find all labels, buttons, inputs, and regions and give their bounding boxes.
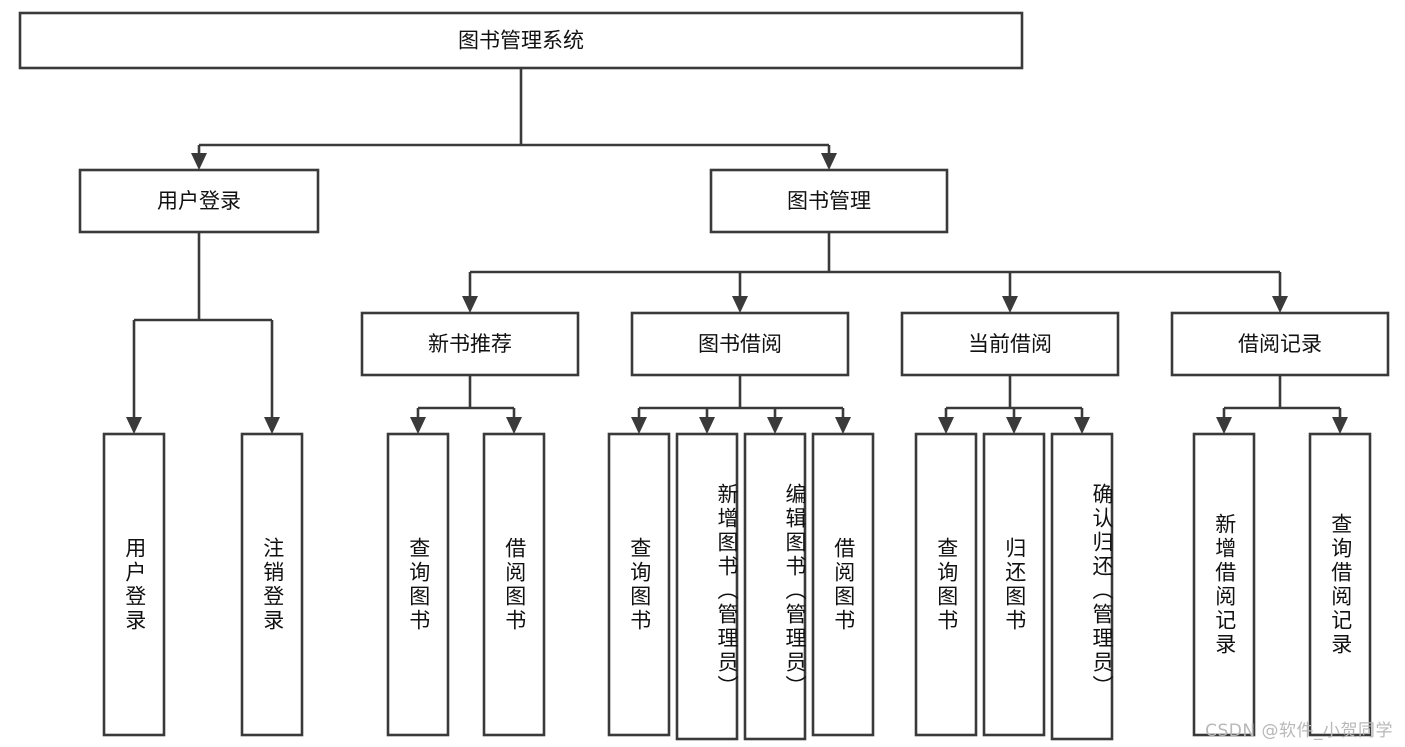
node-box-leaf-add-record[interactable] bbox=[1192, 432, 1256, 737]
node-box-leaf-borrow-book[interactable] bbox=[811, 432, 875, 737]
arrowhead-icon bbox=[1074, 417, 1090, 434]
arrowhead-icon bbox=[767, 417, 783, 434]
node-box-leaf-query-book-cur[interactable] bbox=[914, 432, 978, 737]
node-box-leaf-borrow-book-rec[interactable] bbox=[482, 432, 546, 737]
arrowhead-icon bbox=[410, 417, 426, 434]
node-box-book-manage[interactable] bbox=[709, 168, 949, 234]
connectors-layer bbox=[126, 68, 1348, 434]
node-box-leaf-return-book[interactable] bbox=[982, 432, 1046, 737]
arrowhead-icon bbox=[191, 153, 207, 170]
node-box-leaf-user-login[interactable] bbox=[102, 432, 166, 737]
node-box-root[interactable] bbox=[18, 11, 1024, 70]
arrowhead-icon bbox=[462, 296, 478, 313]
arrowhead-icon bbox=[264, 417, 280, 434]
node-box-leaf-logout[interactable] bbox=[240, 432, 304, 737]
arrowhead-icon bbox=[699, 417, 715, 434]
node-box-leaf-confirm-return[interactable] bbox=[1050, 432, 1114, 741]
arrowhead-icon bbox=[821, 153, 837, 170]
node-box-leaf-query-book-borrow[interactable] bbox=[607, 432, 671, 737]
arrowhead-icon bbox=[1216, 417, 1232, 434]
boxes-layer bbox=[18, 11, 1390, 741]
arrowhead-icon bbox=[1332, 417, 1348, 434]
node-box-leaf-query-record[interactable] bbox=[1308, 432, 1372, 737]
arrowhead-icon bbox=[506, 417, 522, 434]
arrowhead-icon bbox=[1006, 417, 1022, 434]
arrowhead-icon bbox=[938, 417, 954, 434]
node-box-book-borrow[interactable] bbox=[630, 311, 850, 377]
arrowhead-icon bbox=[1272, 296, 1288, 313]
node-label-borrow-record: 借阅记录 bbox=[1238, 332, 1322, 356]
arrowhead-icon bbox=[126, 417, 142, 434]
node-label-new-book-recommend: 新书推荐 bbox=[428, 332, 512, 356]
node-label-book-manage: 图书管理 bbox=[787, 189, 871, 213]
arrowhead-icon bbox=[835, 417, 851, 434]
node-box-leaf-add-book[interactable] bbox=[675, 432, 739, 741]
node-box-current-borrow[interactable] bbox=[900, 311, 1120, 377]
node-label-root: 图书管理系统 bbox=[458, 29, 584, 53]
node-box-borrow-record[interactable] bbox=[1170, 311, 1390, 377]
node-box-leaf-query-book-rec[interactable] bbox=[386, 432, 450, 737]
node-box-new-book-recommend[interactable] bbox=[360, 311, 580, 377]
arrowhead-icon bbox=[1002, 296, 1018, 313]
node-label-current-borrow: 当前借阅 bbox=[968, 332, 1052, 356]
node-label-book-borrow: 图书借阅 bbox=[698, 332, 782, 356]
arrowhead-icon bbox=[631, 417, 647, 434]
node-label-user-login: 用户登录 bbox=[157, 189, 241, 213]
node-box-leaf-edit-book[interactable] bbox=[743, 432, 807, 741]
node-box-user-login[interactable] bbox=[78, 168, 320, 234]
arrowhead-icon bbox=[732, 296, 748, 313]
